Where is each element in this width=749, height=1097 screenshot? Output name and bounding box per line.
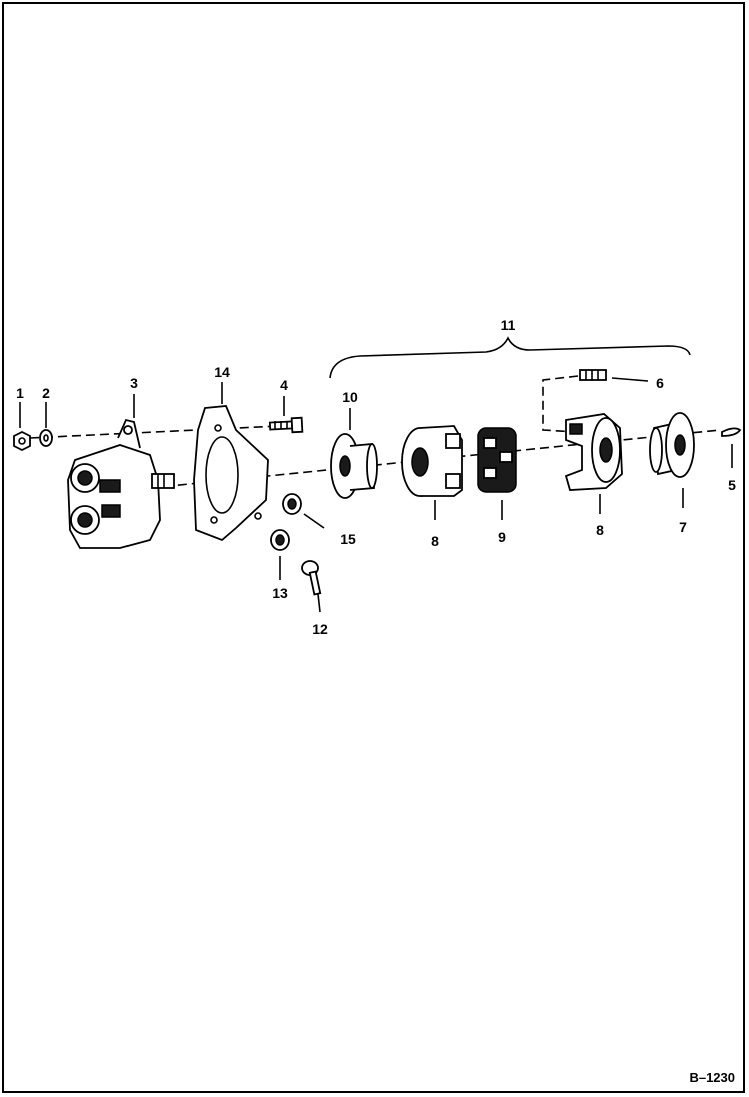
upper-axis-line	[29, 424, 301, 439]
callout-14: 14	[214, 364, 230, 380]
callout-3: 3	[130, 375, 138, 391]
callout-15: 15	[340, 531, 356, 547]
part-12-screw	[301, 560, 322, 596]
part-15-washer	[282, 493, 302, 515]
callout-4: 4	[280, 377, 288, 393]
callout-10: 10	[342, 389, 358, 405]
part-5-key	[721, 427, 742, 437]
leader-15	[303, 513, 325, 529]
callout-8-right: 8	[596, 522, 604, 538]
part-7-flange-hub	[649, 412, 695, 478]
part-8-coupling-half-left	[401, 425, 463, 497]
callout-11: 11	[501, 317, 516, 333]
part-2-washer	[39, 429, 53, 447]
part-4-bolt	[268, 416, 304, 434]
part-6-set-screw	[579, 369, 607, 381]
callout-13: 13	[272, 585, 288, 601]
part-1-nut	[13, 430, 31, 452]
callout-7: 7	[679, 519, 687, 535]
part-8-coupling-half-right	[564, 413, 623, 491]
callout-5: 5	[728, 477, 736, 493]
part-13-washer	[270, 529, 290, 551]
figure-id: B–1230	[689, 1070, 735, 1085]
bolt-6-alignment-line	[542, 375, 579, 433]
callout-8-left: 8	[431, 533, 439, 549]
part-10-flange-hub	[330, 433, 378, 499]
group-11-bracket	[329, 336, 691, 379]
part-14-mounting-plate	[193, 405, 269, 542]
part-3-hydraulic-pump	[67, 418, 175, 549]
leader-6	[611, 377, 649, 382]
leader-12	[317, 593, 321, 613]
part-9-spider-insert	[477, 427, 517, 493]
callout-12: 12	[312, 621, 328, 637]
callout-2: 2	[42, 385, 50, 401]
callout-1: 1	[16, 385, 24, 401]
callout-9: 9	[498, 529, 506, 545]
callout-6: 6	[656, 375, 664, 391]
